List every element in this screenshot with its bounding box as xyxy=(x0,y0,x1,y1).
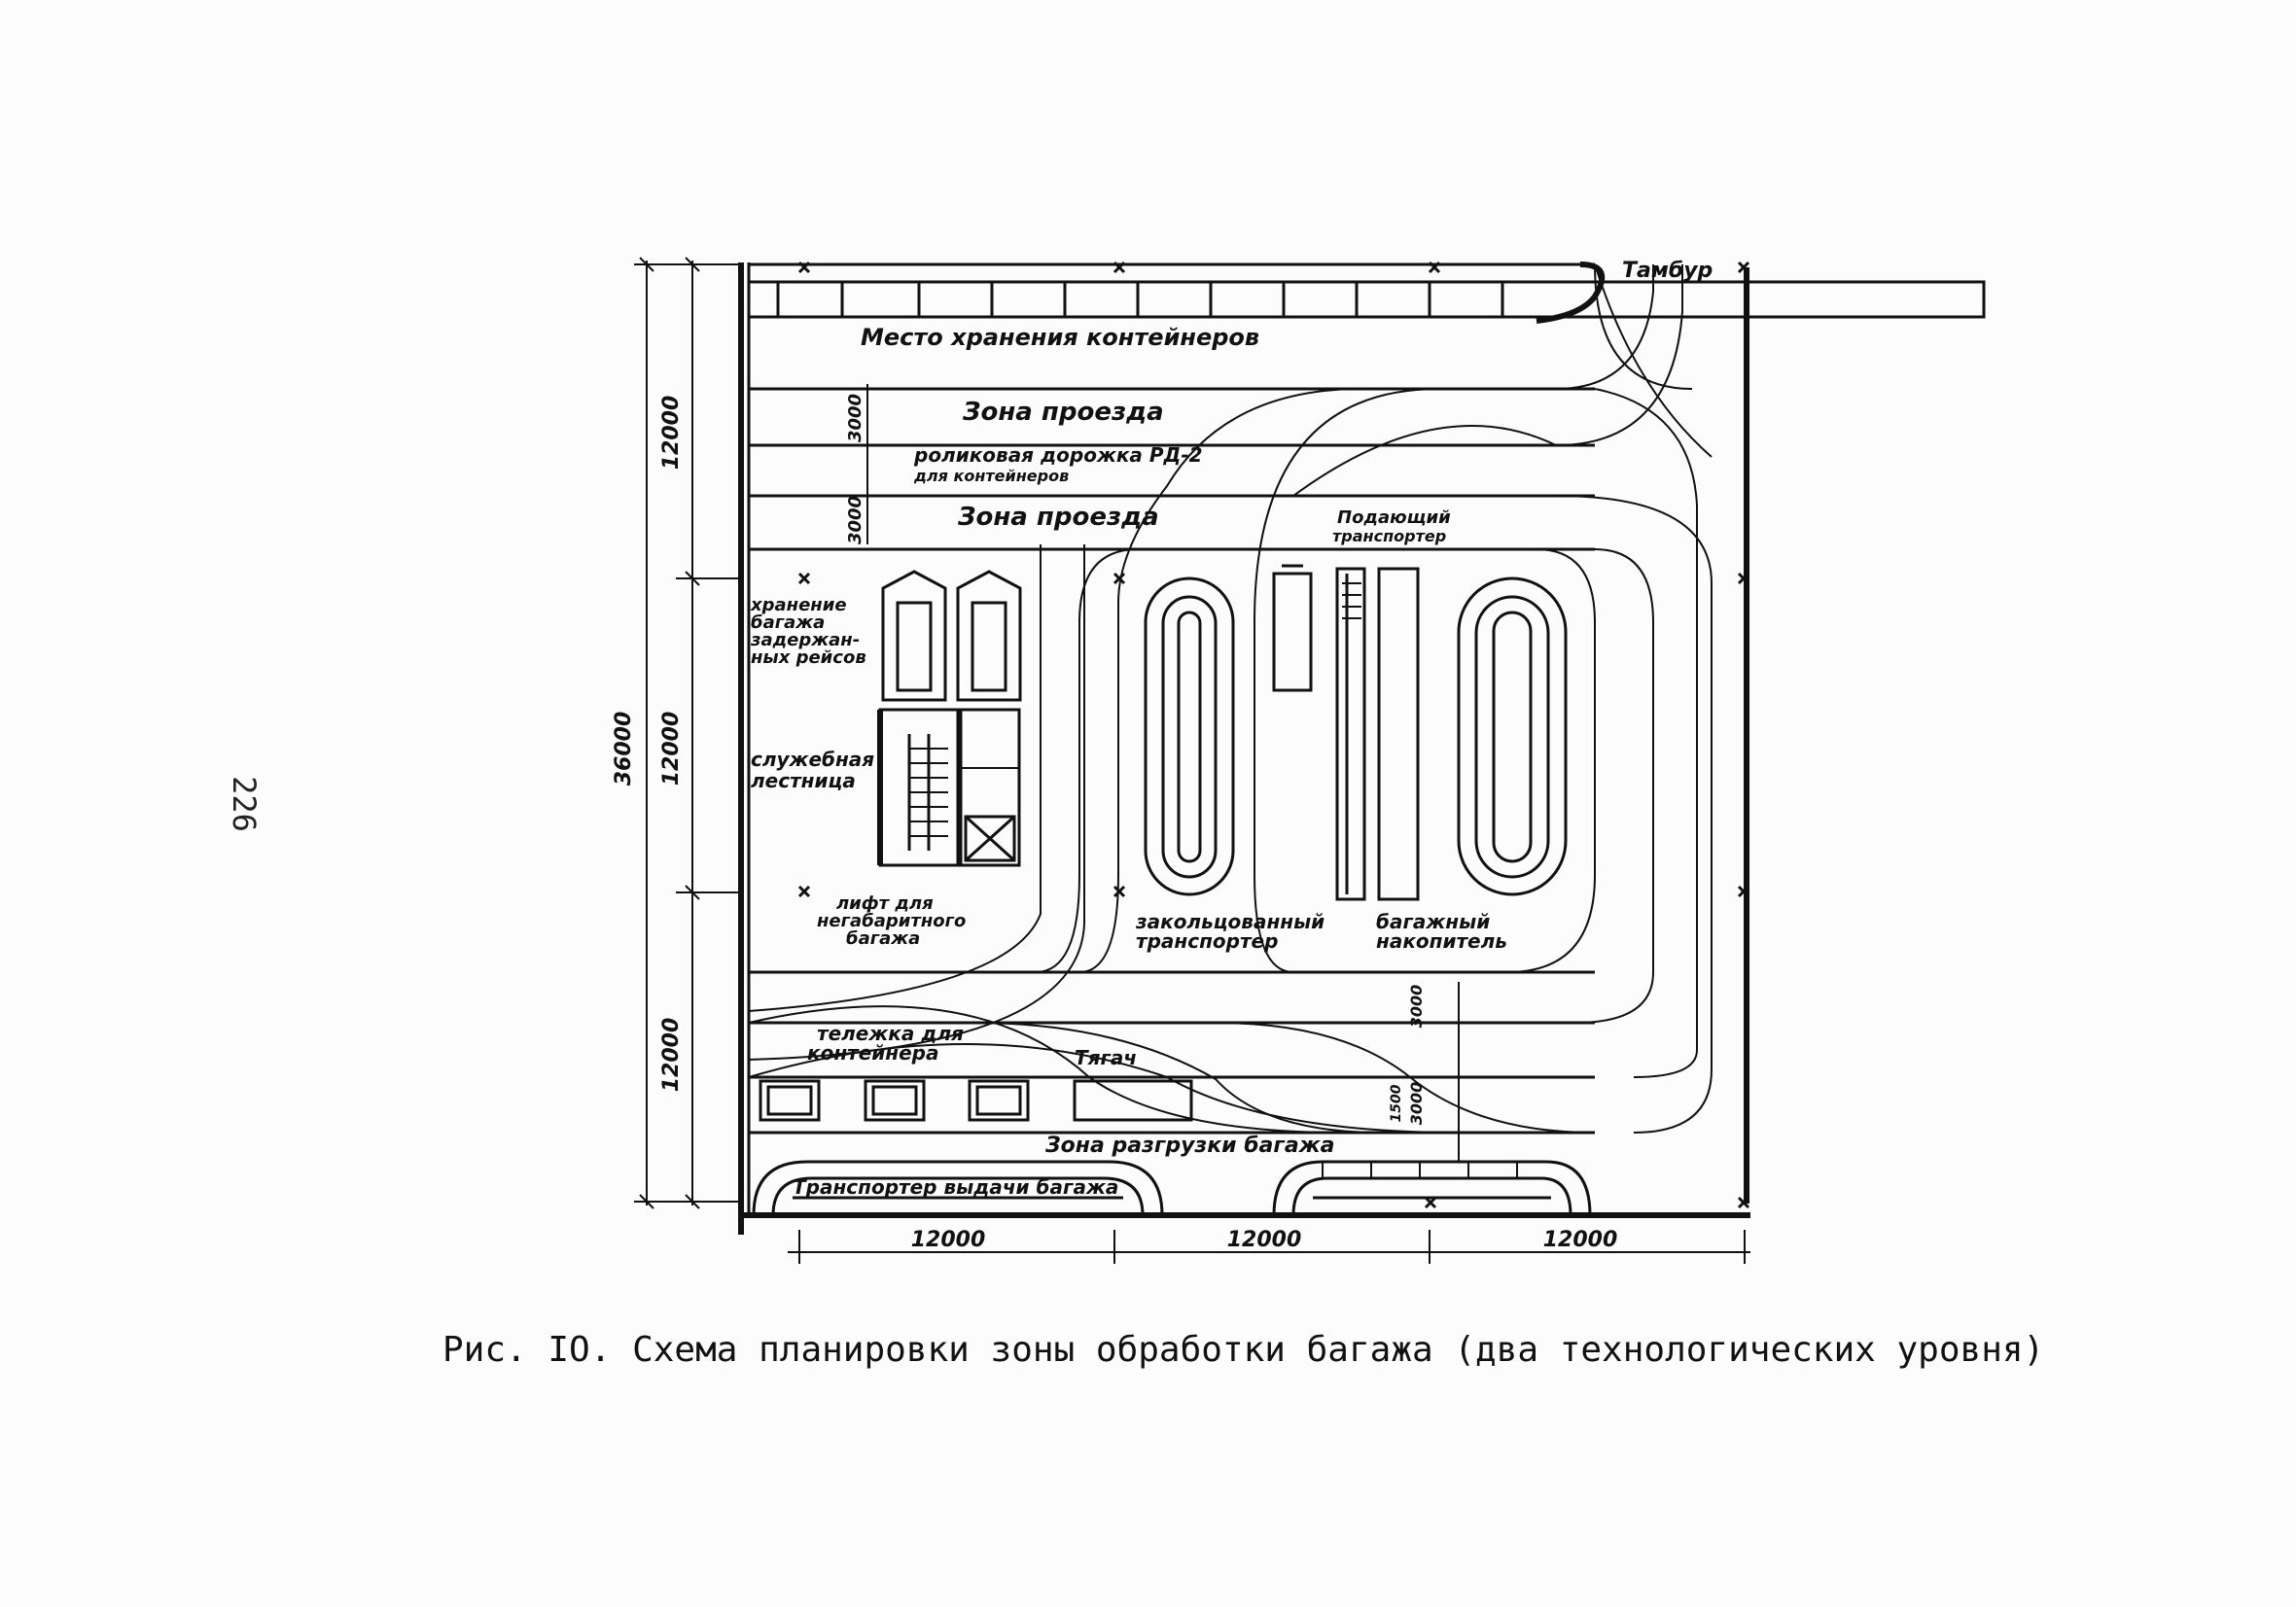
label-closed-conveyor-1: закольцованный xyxy=(1135,910,1325,933)
dim-section-bottom: 12000 xyxy=(659,1018,684,1093)
left-zone-curves xyxy=(748,544,1085,1061)
left-dimension-lines xyxy=(634,257,739,1209)
label-tractor: Тягач xyxy=(1075,1046,1137,1069)
column-markers xyxy=(797,261,1750,1209)
feed-conveyor-block xyxy=(1272,564,1420,901)
label-feed-conveyor-1: Подающий xyxy=(1337,507,1451,528)
dim-unload-w3: 1500 xyxy=(1389,1084,1404,1122)
container-cart-row xyxy=(759,1079,1193,1122)
non-standard-baggage-lift xyxy=(959,708,1021,867)
dim-driveway-w1: 3000 xyxy=(845,394,865,442)
baggage-accumulator-loop xyxy=(1457,576,1568,896)
label-driveway-1: Зона проезда xyxy=(962,398,1164,427)
delivery-conveyor-left xyxy=(752,1160,1164,1216)
bottom-dimension-line xyxy=(788,1230,1750,1264)
label-roller-track-2: для контейнеров xyxy=(913,467,1069,485)
dim-total-height: 36000 xyxy=(612,712,636,786)
label-lift-1: лифт для xyxy=(836,893,934,914)
driveway-lines xyxy=(749,384,1595,1135)
label-delayed-storage-3: задержан- xyxy=(750,630,860,650)
label-lift-3: багажа xyxy=(846,928,920,949)
label-roller-track-1: роликовая дорожка РД-2 xyxy=(913,443,1203,467)
figure-caption: Рис. IO. Схема планировки зоны обработки… xyxy=(442,1330,2045,1370)
label-service-stairs-1: служебная xyxy=(751,748,874,771)
dim-bottom-3: 12000 xyxy=(1543,1228,1618,1252)
container-storage-row xyxy=(747,262,1986,324)
outer-walls xyxy=(738,262,1750,1235)
label-cart-2: контейнера xyxy=(807,1041,939,1065)
label-unload-zone: Зона разгрузки багажа xyxy=(1044,1134,1334,1158)
label-container-storage: Место хранения контейнеров xyxy=(861,324,1259,351)
label-delayed-storage-4: ных рейсов xyxy=(751,647,866,668)
service-stairs xyxy=(877,708,960,867)
label-feed-conveyor-2: транспортер xyxy=(1332,527,1446,545)
label-delayed-storage-1: хранение xyxy=(750,595,847,615)
closed-conveyor-loop xyxy=(1144,576,1235,896)
dim-section-top: 12000 xyxy=(659,396,684,471)
label-cart-1: тележка для xyxy=(817,1022,964,1045)
dim-bottom-1: 12000 xyxy=(911,1228,986,1252)
label-lift-2: негабаритного xyxy=(817,911,966,931)
label-service-stairs-2: лестница xyxy=(751,769,856,792)
label-tambur: Тамбур xyxy=(1622,259,1713,283)
dim-unload-w2: 3000 xyxy=(1407,1082,1426,1126)
dim-bottom-2: 12000 xyxy=(1227,1228,1302,1252)
label-accumulator-2: накопитель xyxy=(1376,929,1507,953)
dim-driveway-w2: 3000 xyxy=(845,496,865,544)
dim-unload-w1: 3000 xyxy=(1407,985,1426,1029)
dim-section-mid: 12000 xyxy=(659,712,684,786)
delayed-baggage-storage xyxy=(881,570,1022,702)
label-closed-conveyor-2: транспортер xyxy=(1136,929,1278,953)
label-delivery-conveyor: Транспортер выдачи багажа xyxy=(793,1175,1118,1199)
label-delayed-storage-2: багажа xyxy=(751,612,825,633)
label-accumulator-1: багажный xyxy=(1376,910,1490,933)
label-driveway-2: Зона проезда xyxy=(957,503,1159,532)
delivery-conveyor-right xyxy=(1272,1160,1592,1216)
